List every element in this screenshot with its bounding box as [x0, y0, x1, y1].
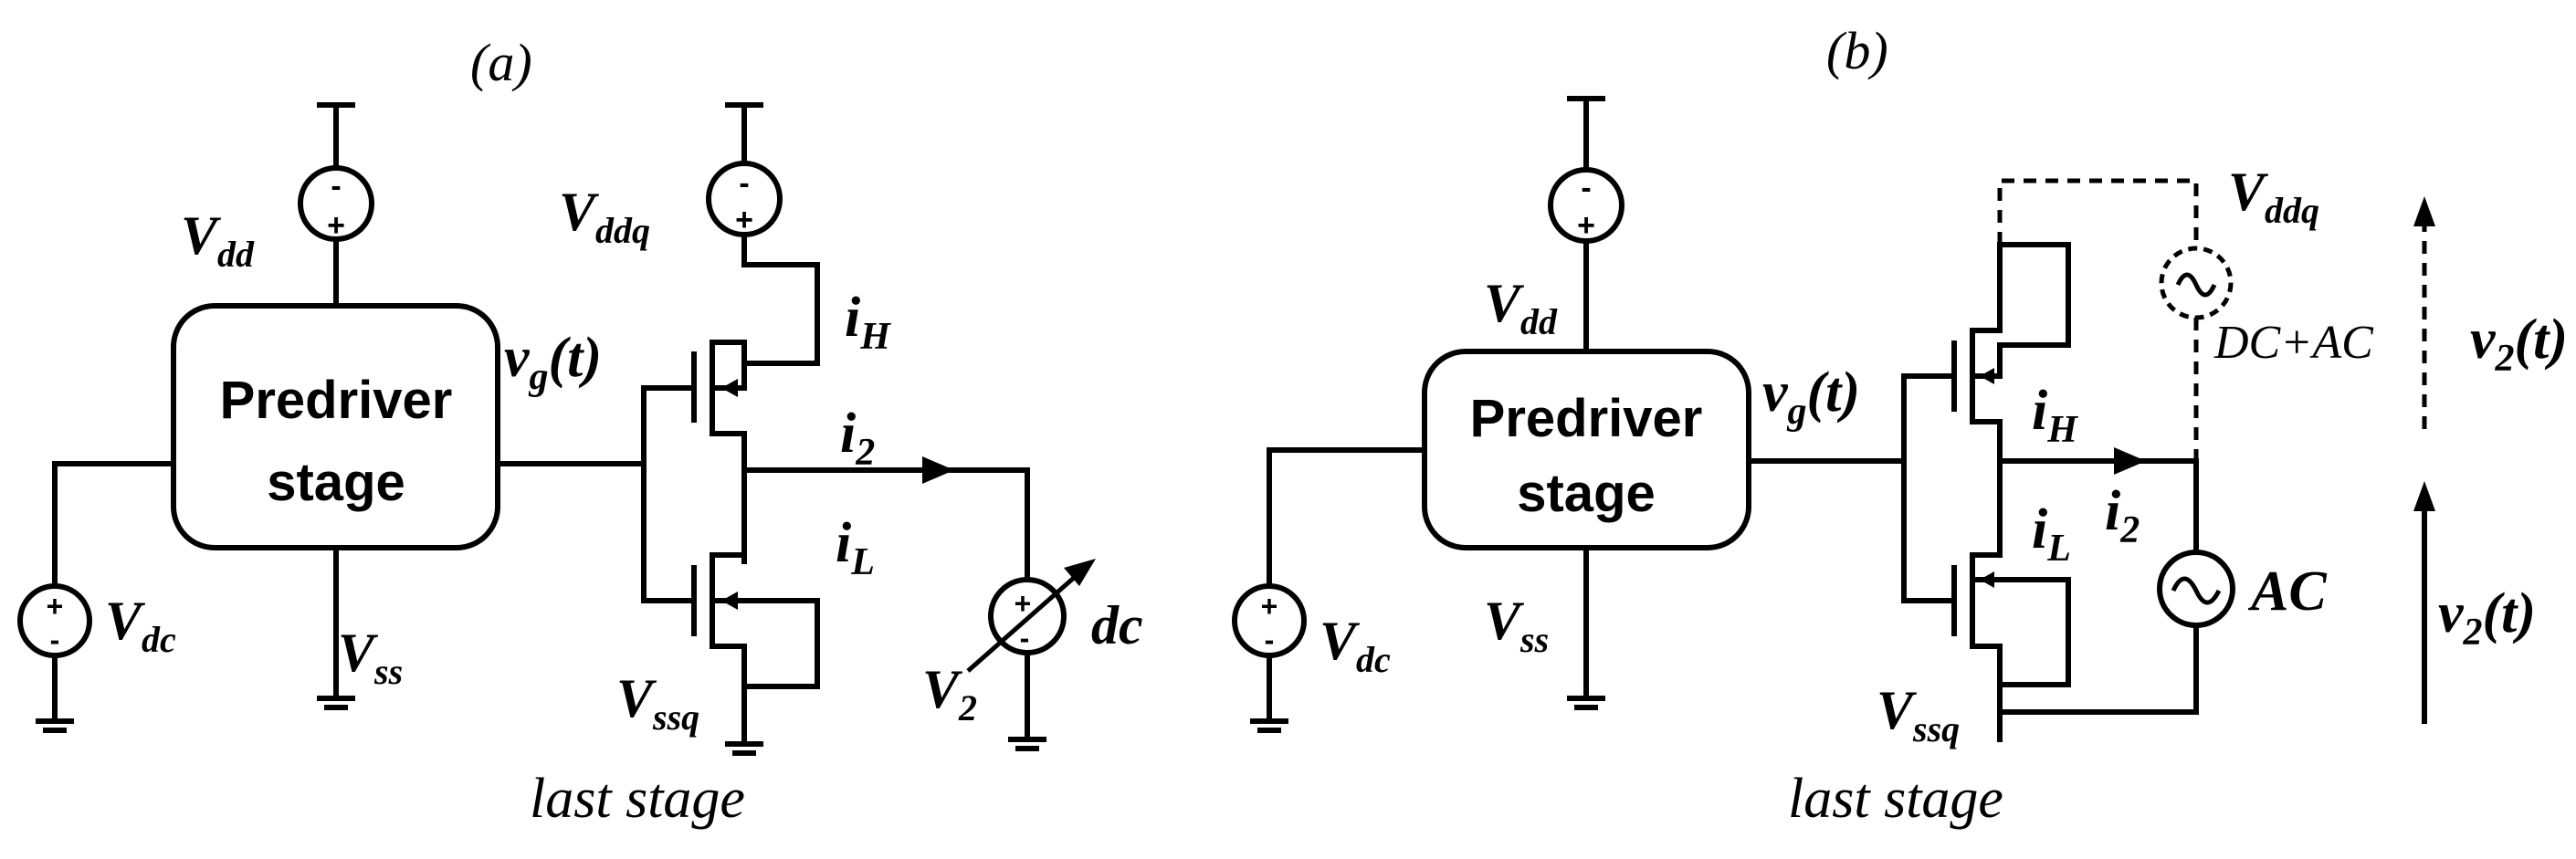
last-stage-caption-b: last stage [1788, 768, 2003, 830]
vddq-minus-a: - [739, 166, 749, 201]
pmos-transistor-b [1951, 242, 2071, 558]
ac-sine-icon-b [2171, 576, 2222, 605]
vdc-label-b: Vdc [1320, 611, 1391, 680]
v2-bottom-label-b: v2(t) [2438, 582, 2536, 654]
vddq-source-a: - + [706, 102, 783, 267]
vdc-plus-b: + [1261, 590, 1278, 623]
i2-arrow-a [922, 456, 954, 484]
vdc-minus-b: - [1265, 623, 1275, 656]
dcac-label-b: DC+AC [2213, 317, 2374, 369]
panel-b-title: (b) [1826, 21, 1888, 80]
vdc-source-b: + - [1232, 447, 1427, 733]
v2-variable-source-a: + - [966, 467, 1096, 751]
nmos-transistor-b [1951, 552, 2071, 742]
vdd-source-a: - + [298, 102, 374, 309]
pmos-transistor-a [691, 262, 820, 564]
v2-solid-arrow-b [2413, 481, 2435, 724]
gate-bus-a [641, 385, 697, 603]
vddq-plus-a: + [735, 203, 753, 237]
vss-label-a: Vss [338, 623, 403, 692]
vss-ground-a [317, 545, 355, 710]
panel-b: (b) Predriver stage - + Vdd Vss [1232, 21, 2568, 830]
vdd-minus-b: - [1581, 171, 1591, 205]
vss-label-b: Vss [1484, 591, 1549, 660]
vssq-ground-a [725, 741, 763, 756]
il-label-b: iL [2032, 498, 2071, 570]
i2-label-b: i2 [2105, 480, 2140, 551]
vss-ground-b [1567, 545, 1605, 710]
predriver-stage-label-b: stage [1517, 464, 1656, 523]
gate-bus-b [1901, 373, 1957, 603]
i2-label-a: i2 [840, 403, 875, 474]
vdc-plus-a: + [47, 590, 64, 623]
nmos-transistor-a [691, 552, 820, 747]
ih-label-a: iH [845, 287, 891, 358]
vdd-label-a: Vdd [181, 205, 255, 275]
vg-label-a: vg(t) [504, 327, 602, 398]
vdd-minus-a: - [331, 169, 341, 204]
v2-dashed-arrow-b [2413, 196, 2435, 429]
vdd-label-b: Vdd [1484, 273, 1558, 342]
vdc-minus-a: - [50, 623, 60, 656]
vssq-label-b: Vssq [1877, 680, 1960, 749]
ih-label-b: iH [2032, 380, 2078, 451]
predriver-label-a: Predriver [220, 371, 453, 430]
panel-a: (a) Predriver stage - + Vdd Vss [17, 33, 1143, 830]
vdd-plus-a: + [327, 208, 345, 243]
dc-label-a: dc [1091, 595, 1143, 655]
vdc-label-a: Vdc [105, 591, 176, 660]
v2-top-label-b: v2(t) [2470, 309, 2568, 380]
v2-minus-a: - [1020, 622, 1030, 655]
ac-source-b [1997, 458, 2235, 715]
il-label-a: iL [836, 512, 875, 583]
i2-arrow-b [2114, 447, 2146, 475]
v2-plus-a: + [1015, 587, 1032, 620]
vddq-label-b: Vddq [2228, 162, 2319, 231]
last-stage-caption-a: last stage [530, 768, 745, 830]
panel-a-title: (a) [470, 33, 532, 92]
predriver-stage-label-a: stage [267, 453, 405, 512]
vg-label-b: vg(t) [1762, 361, 1860, 433]
vdd-source-b: - + [1548, 96, 1624, 354]
vddq-dashed-wire-b [1997, 178, 2199, 245]
vdd-plus-b: + [1577, 208, 1595, 243]
ac-label-b: AC [2247, 560, 2327, 623]
v2-label-a: V2 [922, 659, 977, 728]
vddq-label-a: Vddq [559, 182, 650, 251]
predriver-label-b: Predriver [1470, 389, 1703, 448]
vddq-sine-icon-b [2175, 272, 2217, 298]
vssq-label-a: Vssq [616, 668, 699, 738]
vdc-source-a: + - [17, 461, 176, 733]
